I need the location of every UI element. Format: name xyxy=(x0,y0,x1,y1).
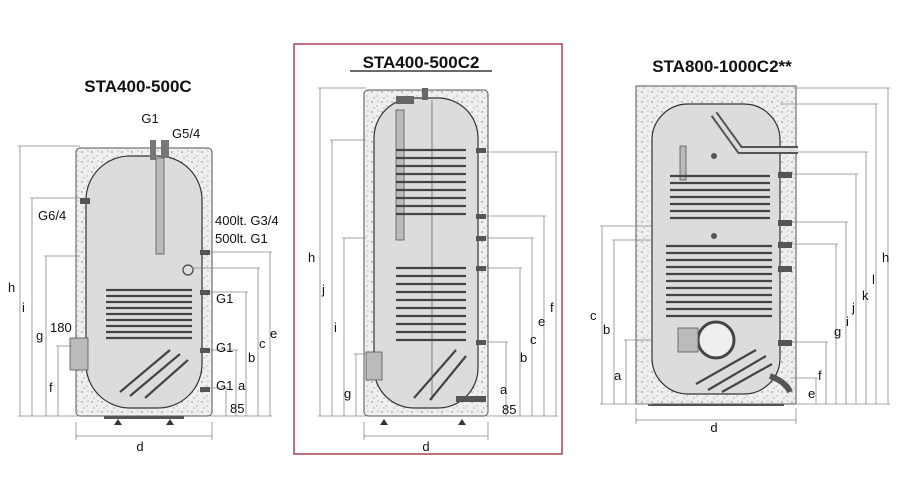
label-500lt: 500lt. G1 xyxy=(215,231,268,246)
right-port-1 xyxy=(200,250,210,255)
dimension-lines-left xyxy=(600,225,652,405)
label-e: e xyxy=(808,386,815,401)
label-g1-c: G1 xyxy=(216,378,233,393)
flange xyxy=(69,337,89,371)
diagram-sta800-1000c2: STA800-1000C2** xyxy=(590,57,890,435)
base-plate xyxy=(104,416,184,419)
diagram-sta400-500c: STA400-500C xyxy=(8,77,279,454)
label-h: h xyxy=(8,280,15,295)
label-e: e xyxy=(270,326,277,341)
label-b: b xyxy=(248,350,255,365)
label-g: g xyxy=(834,324,841,339)
label-j: j xyxy=(851,300,855,315)
label-f: f xyxy=(818,368,822,383)
label-a: a xyxy=(614,368,622,383)
label-b: b xyxy=(603,322,610,337)
label-j: j xyxy=(321,282,325,297)
label-a: a xyxy=(500,382,508,397)
label-c: c xyxy=(530,332,537,347)
label-d: d xyxy=(136,439,143,454)
label-g1-a: G1 xyxy=(216,291,233,306)
left-port xyxy=(80,198,90,204)
label-d: d xyxy=(422,439,429,454)
label-k: k xyxy=(862,288,869,303)
dimension-lines-right xyxy=(486,151,558,417)
label-b: b xyxy=(520,350,527,365)
label-180: 180 xyxy=(50,320,72,335)
label-g64: G6/4 xyxy=(38,208,66,223)
dimension-lines-left xyxy=(18,145,80,417)
label-e: e xyxy=(538,314,545,329)
label-g1-top: G1 xyxy=(141,111,158,126)
top-connection xyxy=(396,96,414,104)
label-400lt: 400lt. G3/4 xyxy=(215,213,279,228)
label-h: h xyxy=(308,250,315,265)
label-a: a xyxy=(238,378,246,393)
flange xyxy=(365,351,383,381)
label-f: f xyxy=(49,380,53,395)
top-connection-g54 xyxy=(161,140,169,158)
label-h: h xyxy=(882,250,889,265)
upper-heating-coil xyxy=(396,148,466,216)
diagram-sta400-500c2: STA400-500C2 xyxy=(293,43,563,455)
dimension-lines-right xyxy=(780,87,890,405)
sensor-port xyxy=(182,264,194,276)
label-f: f xyxy=(550,300,554,315)
feet xyxy=(380,419,466,425)
label-d: d xyxy=(710,420,717,435)
highlight-frame xyxy=(293,43,563,455)
tank-body xyxy=(85,155,203,409)
label-85: 85 xyxy=(502,402,516,417)
top-connection-g1 xyxy=(150,140,156,160)
right-port-2 xyxy=(200,290,210,295)
lower-heating-coil xyxy=(666,244,773,393)
label-g: g xyxy=(344,386,351,401)
label-i: i xyxy=(22,300,25,315)
feet xyxy=(114,419,174,425)
dimension-lines-left xyxy=(318,87,366,417)
label-l: l xyxy=(872,272,875,287)
dimension-lines-right xyxy=(192,251,272,417)
diagram-1-title: STA400-500C xyxy=(84,77,191,96)
manhole xyxy=(696,320,736,360)
label-g54: G5/4 xyxy=(172,126,200,141)
upper-heating-coil xyxy=(670,174,770,220)
diagram-3-title: STA800-1000C2** xyxy=(652,57,792,76)
diagram-2-title: STA400-500C2 xyxy=(363,53,480,72)
label-c: c xyxy=(259,336,266,351)
label-85: 85 xyxy=(230,401,244,416)
label-g: g xyxy=(36,328,43,343)
label-c: c xyxy=(590,308,597,323)
heating-coil xyxy=(106,288,192,399)
right-port-3 xyxy=(200,348,210,353)
label-i: i xyxy=(846,314,849,329)
right-port-4 xyxy=(200,387,210,392)
label-g1-b: G1 xyxy=(216,340,233,355)
anode-rod xyxy=(155,157,165,255)
label-i: i xyxy=(334,320,337,335)
lower-heating-coil xyxy=(396,266,467,401)
